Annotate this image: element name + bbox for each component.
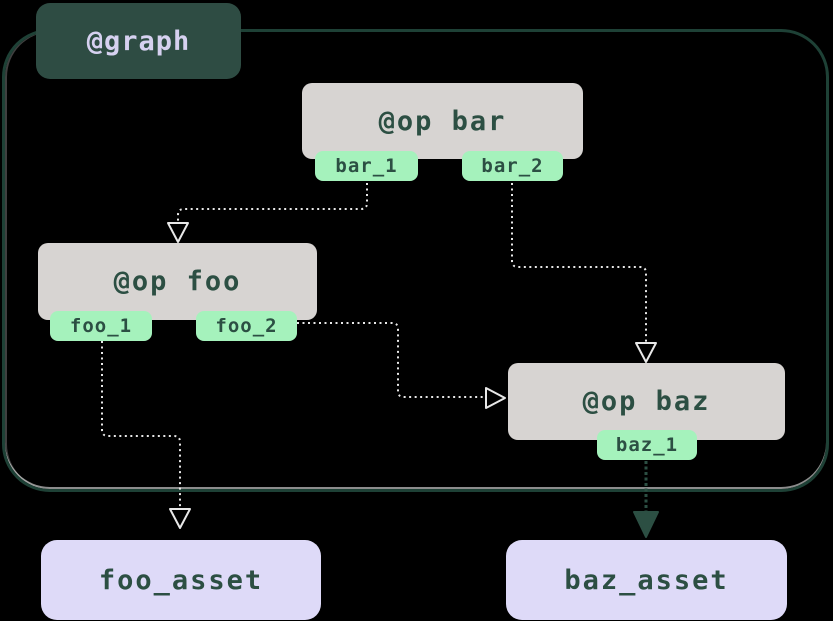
graph-label-text: @graph	[86, 25, 191, 57]
output-tag-bar-1-text: bar_1	[335, 155, 398, 177]
op-node-bar: @op bar	[302, 83, 583, 159]
op-node-baz: @op baz	[508, 363, 785, 440]
output-tag-baz-1: baz_1	[597, 430, 697, 460]
op-node-bar-title: @op bar	[378, 105, 507, 137]
graph-label: @graph	[36, 3, 241, 79]
output-tag-bar-2-text: bar_2	[481, 155, 544, 177]
asset-node-baz-asset: baz_asset	[506, 540, 787, 620]
arrowhead-into-foo-asset-icon	[169, 508, 191, 529]
arrowhead-into-baz-asset-icon	[633, 511, 659, 538]
output-tag-foo-1-text: foo_1	[69, 315, 133, 337]
output-tag-foo-2: foo_2	[196, 311, 297, 341]
op-node-foo: @op foo	[38, 243, 317, 320]
output-tag-bar-1: bar_1	[315, 151, 418, 181]
asset-node-foo-asset-text: foo_asset	[98, 564, 264, 596]
graph-boundary	[2, 29, 829, 492]
output-tag-baz-1-text: baz_1	[615, 434, 679, 456]
op-node-baz-title: @op baz	[582, 386, 711, 417]
asset-node-foo-asset: foo_asset	[41, 540, 321, 620]
output-tag-bar-2: bar_2	[462, 151, 563, 181]
output-tag-foo-1: foo_1	[50, 311, 152, 341]
op-node-foo-title: @op foo	[113, 266, 242, 297]
asset-node-baz-asset-text: baz_asset	[564, 564, 729, 596]
output-tag-foo-2-text: foo_2	[215, 315, 278, 337]
